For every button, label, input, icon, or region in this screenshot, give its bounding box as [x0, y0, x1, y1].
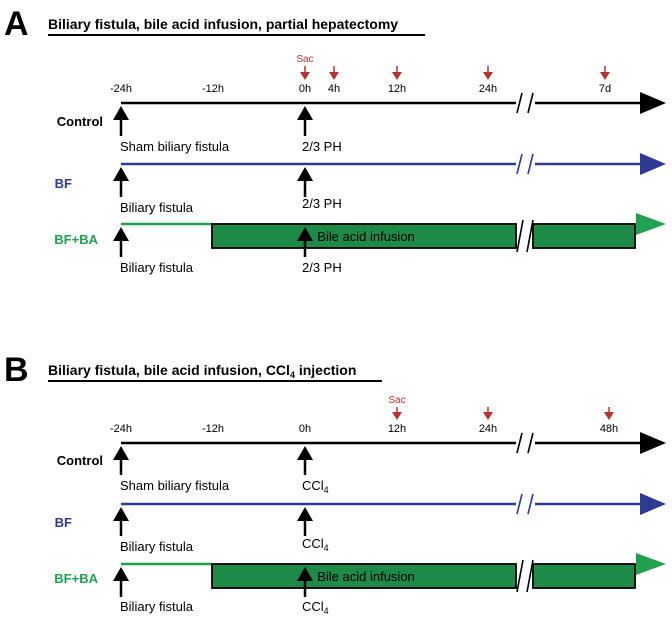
up-arrow-icon	[113, 567, 129, 597]
sac-arrow-icon	[392, 407, 402, 420]
panel-b: B Biliary fistula, bile acid infusion, C…	[4, 351, 666, 616]
group-label-bfba: BF+BA	[54, 232, 98, 247]
panel-b-sac-label: Sac	[388, 395, 405, 406]
up-arrow-icon	[113, 227, 129, 257]
annotation-zero: CCl4	[302, 478, 329, 495]
tick-label: 48h	[600, 423, 618, 435]
group-label-bfba: BF+BA	[54, 571, 98, 586]
timeline-arrowhead-icon	[636, 213, 666, 235]
timeline-arrowhead-icon	[640, 432, 666, 454]
tick-label: 4h	[328, 83, 340, 95]
annotation-left: Biliary fistula	[120, 260, 194, 275]
annotation-left: Biliary fistula	[120, 599, 194, 614]
annotation-left: Sham biliary fistula	[120, 478, 230, 493]
tick-label: 0h	[299, 423, 311, 435]
panel-b-row-bf: BF Biliary fistula CCl4	[55, 493, 666, 554]
axis-break-icon	[516, 219, 534, 253]
timeline-arrowhead-icon	[640, 493, 666, 515]
timeline-arrowhead-icon	[640, 153, 666, 175]
up-arrow-icon	[113, 446, 129, 475]
axis-break-icon	[516, 432, 534, 454]
sac-arrow-icon	[392, 66, 402, 80]
panel-b-row-bfba: BF+BA Bile acid infusion Biliary fistula…	[54, 553, 666, 616]
infusion-bar	[211, 563, 517, 589]
panel-b-title: Biliary fistula, bile acid infusion, CCl…	[48, 362, 356, 380]
panel-b-ticks: -24h -12h 0h 12h 24h 48h	[110, 423, 618, 435]
panel-b-letter: B	[4, 351, 29, 389]
infusion-label: Bile acid infusion	[317, 229, 415, 244]
panel-a: A Biliary fistula, bile acid infusion, p…	[4, 5, 666, 275]
panel-a-title: Biliary fistula, bile acid infusion, par…	[48, 16, 398, 32]
panel-b-sac-arrows	[392, 407, 614, 420]
tick-label: 24h	[479, 83, 497, 95]
tick-label: 0h	[299, 83, 311, 95]
tick-label: -24h	[110, 83, 132, 95]
annotation-zero: CCl4	[302, 599, 329, 616]
sac-arrow-icon	[300, 66, 310, 80]
annotation-left: Sham biliary fistula	[120, 139, 230, 154]
up-arrow-icon	[113, 507, 129, 536]
group-label-bf: BF	[55, 515, 72, 530]
axis-break-icon	[516, 153, 534, 175]
up-arrow-icon	[297, 167, 313, 197]
tick-label: -24h	[110, 423, 132, 435]
tick-label: -12h	[202, 83, 224, 95]
panel-a-sac-label: Sac	[296, 54, 313, 65]
sac-arrow-icon	[329, 66, 339, 80]
up-arrow-icon	[297, 227, 313, 257]
panel-a-letter: A	[4, 5, 29, 43]
panel-a-row-control: Control Sham biliary fistula 2/3 PH	[57, 92, 666, 154]
up-arrow-icon	[297, 106, 313, 136]
up-arrow-icon	[113, 106, 129, 136]
tick-label: 24h	[479, 423, 497, 435]
timeline-arrowhead-icon	[636, 553, 666, 575]
panel-a-row-bfba: BF+BA Bile acid infusion Biliary fistula…	[54, 213, 666, 275]
annotation-zero: 2/3 PH	[302, 139, 342, 154]
panel-b-row-control: Control Sham biliary fistula CCl4	[57, 432, 666, 495]
up-arrow-icon	[297, 567, 313, 597]
up-arrow-icon	[113, 167, 129, 197]
axis-break-icon	[516, 559, 534, 593]
tick-label: 12h	[388, 423, 406, 435]
up-arrow-icon	[297, 446, 313, 475]
infusion-bar	[532, 223, 636, 249]
group-label-bf: BF	[55, 176, 72, 191]
axis-break-icon	[516, 493, 534, 515]
panel-a-ticks: -24h -12h 0h 4h 12h 24h 7d	[110, 83, 611, 95]
tick-label: -12h	[202, 423, 224, 435]
panel-a-sac-arrows	[300, 66, 610, 80]
panel-a-row-bf: BF Biliary fistula 2/3 PH	[55, 153, 666, 215]
axis-break-icon	[516, 92, 534, 114]
annotation-zero: CCl4	[302, 536, 329, 553]
annotation-left: Biliary fistula	[120, 539, 194, 554]
annotation-left: Biliary fistula	[120, 200, 194, 215]
infusion-bar	[211, 223, 517, 249]
sac-arrow-icon	[483, 407, 493, 420]
up-arrow-icon	[297, 507, 313, 536]
sac-arrow-icon	[600, 66, 610, 80]
tick-label: 12h	[388, 83, 406, 95]
annotation-zero: 2/3 PH	[302, 196, 342, 211]
group-label-control: Control	[57, 453, 103, 468]
sac-arrow-icon	[483, 66, 493, 80]
sac-arrow-icon	[604, 407, 614, 420]
annotation-zero: 2/3 PH	[302, 260, 342, 275]
timeline-arrowhead-icon	[640, 92, 666, 114]
infusion-bar	[532, 563, 636, 589]
tick-label: 7d	[599, 83, 611, 95]
group-label-control: Control	[57, 114, 103, 129]
infusion-label: Bile acid infusion	[317, 569, 415, 584]
